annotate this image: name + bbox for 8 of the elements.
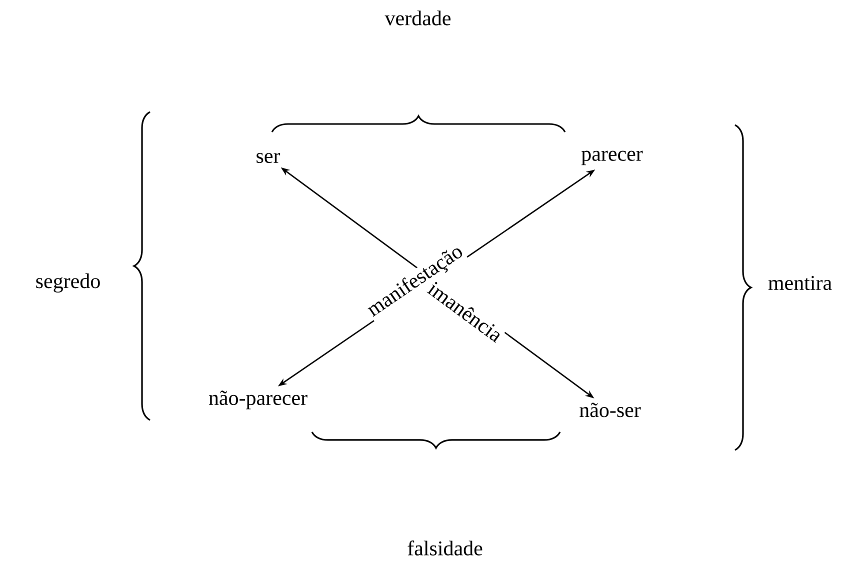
label: verdade (384, 10, 451, 26)
label: mentira (768, 276, 832, 290)
term: não-ser (580, 402, 641, 418)
term: ser (256, 152, 280, 164)
label: falsidade (408, 540, 482, 556)
term: parecer (581, 150, 643, 166)
term: não-parecer (208, 390, 308, 410)
label: segredo (36, 273, 100, 293)
